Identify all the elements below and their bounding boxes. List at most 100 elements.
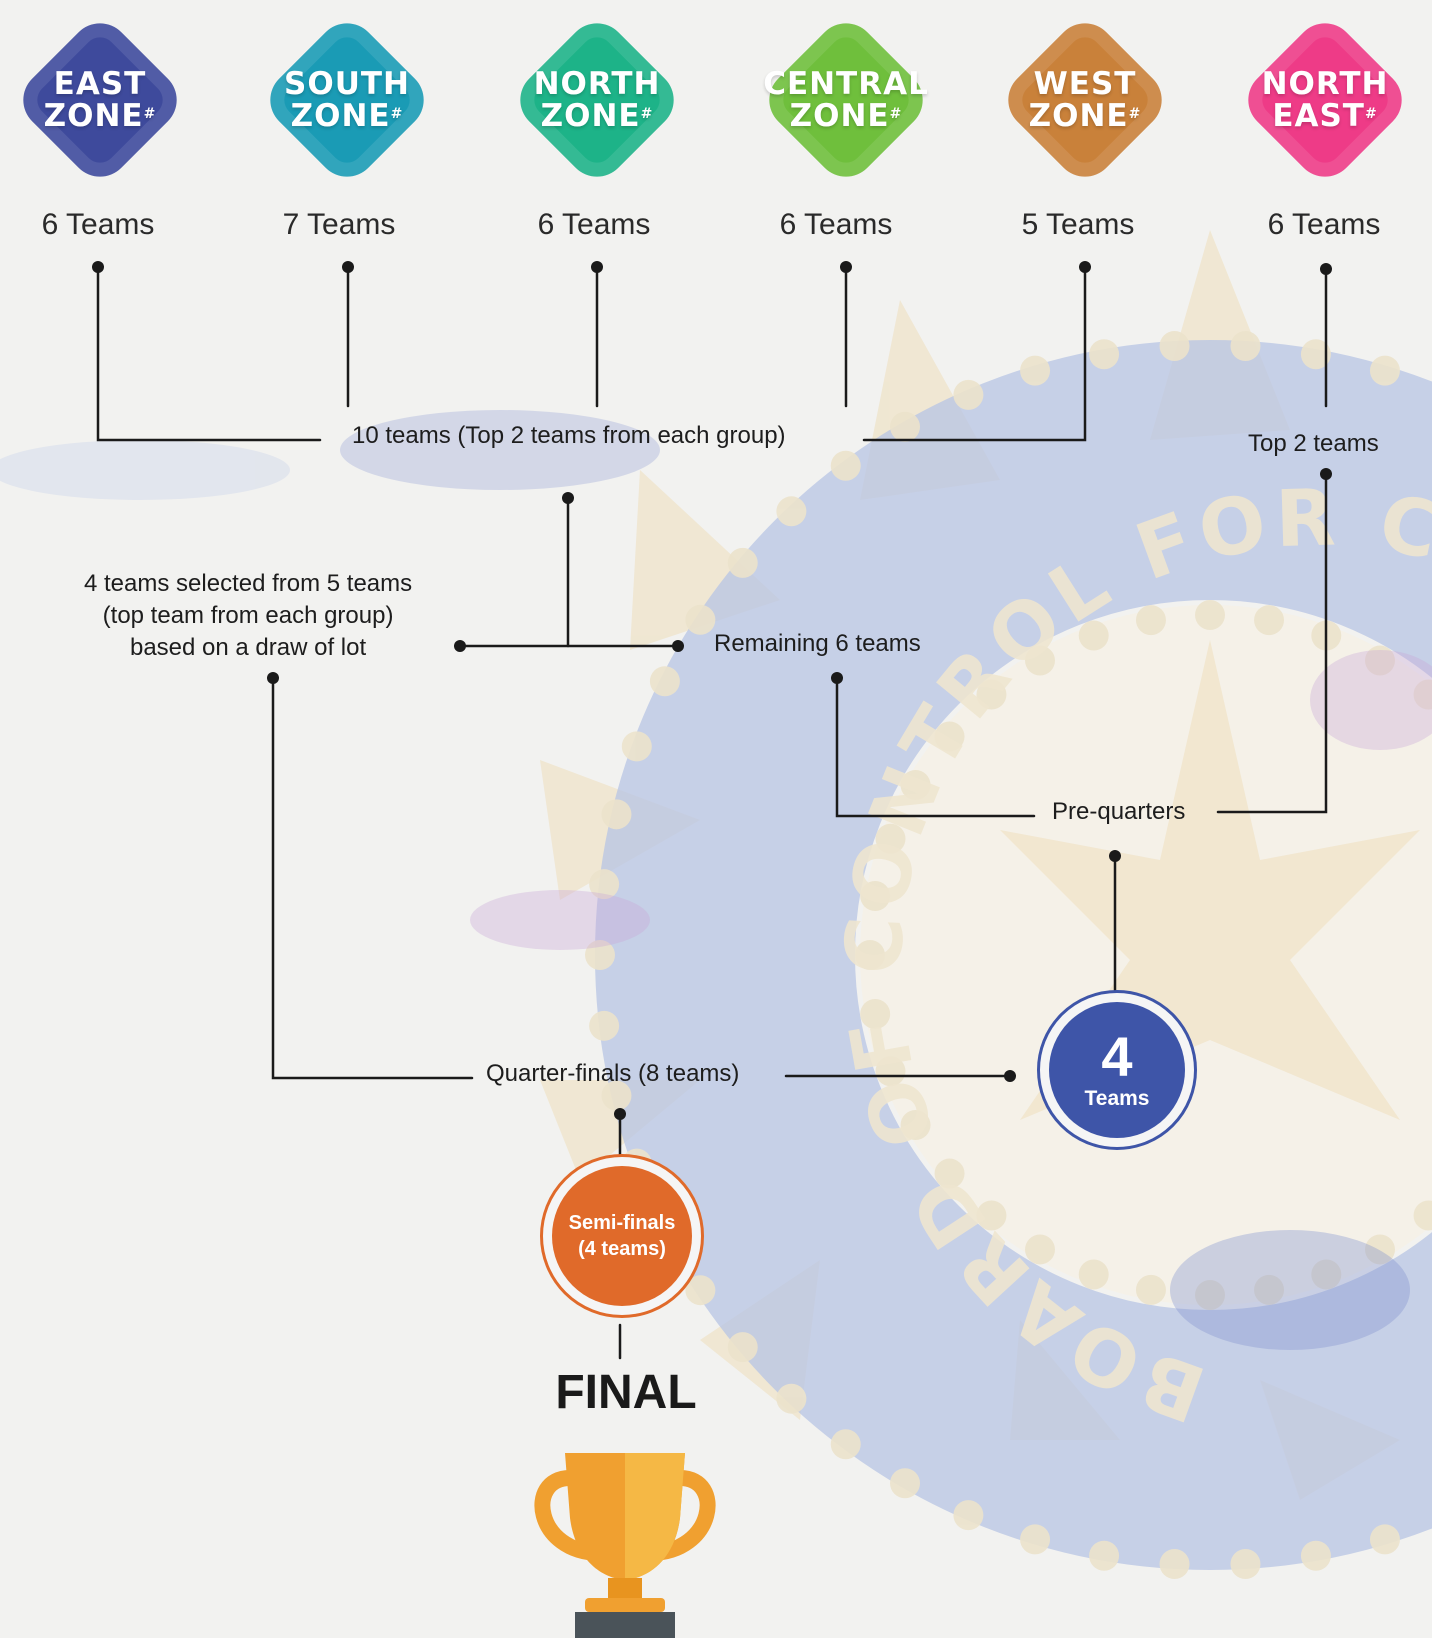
zone-mark: # (390, 106, 404, 122)
dot (454, 640, 466, 652)
zone-name-line1: CENTRAL (763, 66, 929, 102)
zone-name-line1: NORTH (533, 66, 661, 102)
watermark-dot (727, 547, 758, 578)
watermark-dot (890, 1468, 920, 1499)
dot (92, 261, 104, 273)
watermark-dot (1365, 1234, 1395, 1265)
watermark-dot (1365, 645, 1395, 676)
watermark-dot (585, 940, 615, 970)
watermark-dot (934, 1158, 965, 1189)
watermark-dot (1195, 1280, 1225, 1310)
watermark-dot (1230, 1548, 1261, 1579)
watermark-dot (953, 1500, 984, 1531)
zone-name-line2: ZONE (1028, 98, 1129, 134)
zone-name-line1: WEST (1033, 66, 1137, 102)
dot (614, 1108, 626, 1120)
badge-label: Semi-finals (4 teams) (568, 1212, 676, 1260)
team-count-west: 5 Teams (1021, 208, 1135, 241)
connector-ne-to-pq (1216, 472, 1328, 814)
watermark-dot (1020, 355, 1051, 386)
watermark-dot (890, 411, 920, 442)
watermark-dot (900, 1110, 931, 1140)
watermark-dot (1230, 331, 1261, 362)
team-count-central: 6 Teams (779, 208, 893, 241)
badge-number: 4 (1101, 1025, 1133, 1088)
dot (672, 640, 684, 652)
zone-name-line2: EAST (1272, 98, 1365, 134)
zone-name-line1: NORTH (1261, 66, 1389, 102)
label-top-two-each-group: 10 teams (Top 2 teams from each group) (352, 422, 786, 449)
dot (591, 261, 603, 273)
badge-inner: Semi-finals (4 teams) (552, 1166, 692, 1306)
watermark-dot (976, 679, 1007, 710)
label-remaining-teams: Remaining 6 teams (714, 630, 921, 657)
watermark-dot (875, 1056, 906, 1087)
watermark-dot (1089, 1540, 1120, 1571)
watermark-dot (1159, 331, 1190, 362)
dot (1079, 261, 1091, 273)
watermark-dot (1195, 600, 1225, 630)
watermark-dot (900, 770, 931, 800)
watermark-dot (1254, 605, 1285, 636)
zone-name-line1: SOUTH (284, 66, 410, 102)
dot (840, 261, 852, 273)
watermark-dot (621, 731, 652, 762)
watermark-dot (976, 1200, 1007, 1231)
watermark-dot (1025, 1234, 1055, 1265)
final-title: FINAL (555, 1366, 697, 1419)
zone-name-line2: ZONE (290, 98, 391, 134)
zone-mark: # (143, 106, 157, 122)
watermark-dot (589, 869, 620, 900)
dot (342, 261, 354, 273)
watermark-dot (830, 450, 861, 481)
watermark-dot (685, 1275, 716, 1306)
watermark-dot (589, 1010, 620, 1041)
watermark-dot (875, 823, 906, 854)
team-count-north: 6 Teams (537, 208, 651, 241)
watermark-dot (1311, 1259, 1342, 1290)
watermark-dot (860, 880, 891, 911)
dot (1320, 468, 1332, 480)
label-top-two-north-east: Top 2 teams (1248, 430, 1379, 457)
watermark-dot (860, 999, 891, 1030)
label-quarter-finals: Quarter-finals (8 teams) (486, 1060, 740, 1087)
paint-splashes (0, 410, 1432, 1350)
watermark-dot (1025, 645, 1055, 676)
semi-finals-badge: Semi-finals (4 teams) (540, 1154, 704, 1318)
watermark-dot (1020, 1524, 1051, 1555)
badge-label: Teams (1084, 1087, 1150, 1110)
watermark-dot (649, 666, 680, 697)
badge-inner: 4 Teams (1049, 1002, 1185, 1138)
watermark-dot (1300, 1540, 1331, 1571)
watermark-dot (934, 721, 965, 752)
watermark-dot (830, 1429, 861, 1460)
dot (1109, 850, 1121, 862)
label-draw-of-lot: 4 teams selected from 5 teams (top team … (84, 570, 413, 661)
trophy-icon (534, 1453, 716, 1638)
watermark-dot (776, 1383, 807, 1414)
pre-quarters-result-badge: 4 Teams (1037, 990, 1197, 1150)
zone-mark: # (1364, 106, 1378, 122)
watermark-dot (1089, 339, 1120, 370)
watermark-dot (1369, 355, 1400, 386)
zone-name-line2: ZONE (789, 98, 890, 134)
connector-east-zone (96, 265, 322, 442)
connector-lot-to-qf (271, 676, 474, 1080)
watermark-dot (1369, 1524, 1400, 1555)
watermark-ring (595, 340, 1432, 1570)
watermark-dot (1135, 1274, 1166, 1305)
watermark-dot (1413, 679, 1432, 710)
watermark-dot (601, 1080, 632, 1111)
watermark-dot (1078, 620, 1109, 651)
team-count-south: 7 Teams (282, 208, 396, 241)
watermark-dot (1135, 605, 1166, 636)
dot (267, 672, 279, 684)
dot (1004, 1070, 1016, 1082)
team-count-north-east: 6 Teams (1267, 208, 1381, 241)
watermark-dot (953, 379, 984, 410)
